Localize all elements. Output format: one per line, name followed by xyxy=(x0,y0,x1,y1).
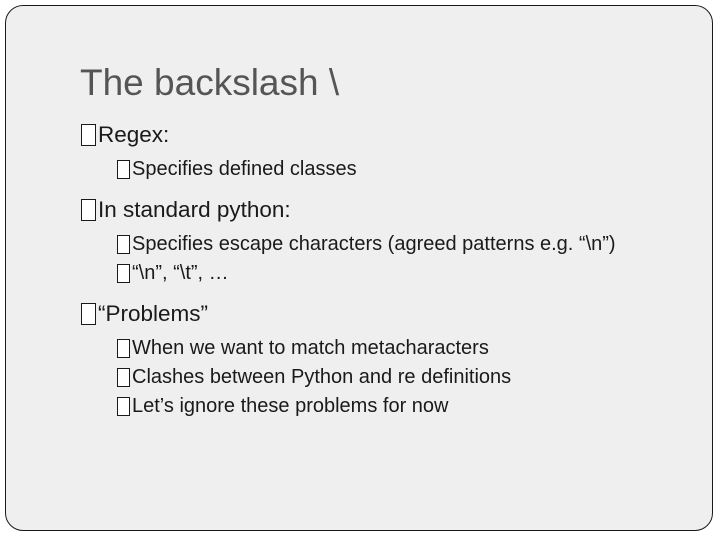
sub-bullet-item: Specifies defined classes xyxy=(117,155,681,183)
square-bullet-icon xyxy=(117,397,130,416)
bullet-item: In standard python: xyxy=(81,193,681,226)
slide-title: The backslash \ xyxy=(80,62,340,103)
sub-bullet-text: Clashes between Python and re definition… xyxy=(132,366,512,388)
sub-bullet-text: “\n”, “\t”, … xyxy=(132,262,229,284)
bullet-text: Regex: xyxy=(98,122,170,147)
sub-bullet-text: Specifies escape characters (agreed patt… xyxy=(132,233,616,255)
sub-bullet-item: Specifies escape characters (agreed patt… xyxy=(117,230,681,258)
bullet-item: “Problems” xyxy=(81,297,681,330)
square-bullet-icon xyxy=(81,124,96,146)
sub-bullet-item: Let’s ignore these problems for now xyxy=(117,392,681,420)
slide-frame: The backslash \ Regex: Specifies defined… xyxy=(5,5,713,531)
sub-bullet-item: When we want to match metacharacters xyxy=(117,334,681,362)
slide-body: Regex: Specifies defined classes In stan… xyxy=(81,118,681,420)
bullet-item: Regex: xyxy=(81,118,681,151)
square-bullet-icon xyxy=(117,235,130,254)
square-bullet-icon xyxy=(81,303,96,325)
sub-bullet-item: Clashes between Python and re definition… xyxy=(117,363,681,391)
bullet-text: In standard python: xyxy=(98,197,291,222)
square-bullet-icon xyxy=(117,368,130,387)
sub-bullet-text: Let’s ignore these problems for now xyxy=(132,395,449,417)
square-bullet-icon xyxy=(117,160,130,179)
sub-bullet-text: Specifies defined classes xyxy=(132,158,357,180)
sub-bullet-text: When we want to match metacharacters xyxy=(132,337,489,359)
square-bullet-icon xyxy=(81,199,96,221)
sub-bullet-item: “\n”, “\t”, … xyxy=(117,259,681,287)
square-bullet-icon xyxy=(117,339,130,358)
bullet-text: “Problems” xyxy=(98,301,209,326)
square-bullet-icon xyxy=(117,264,130,283)
